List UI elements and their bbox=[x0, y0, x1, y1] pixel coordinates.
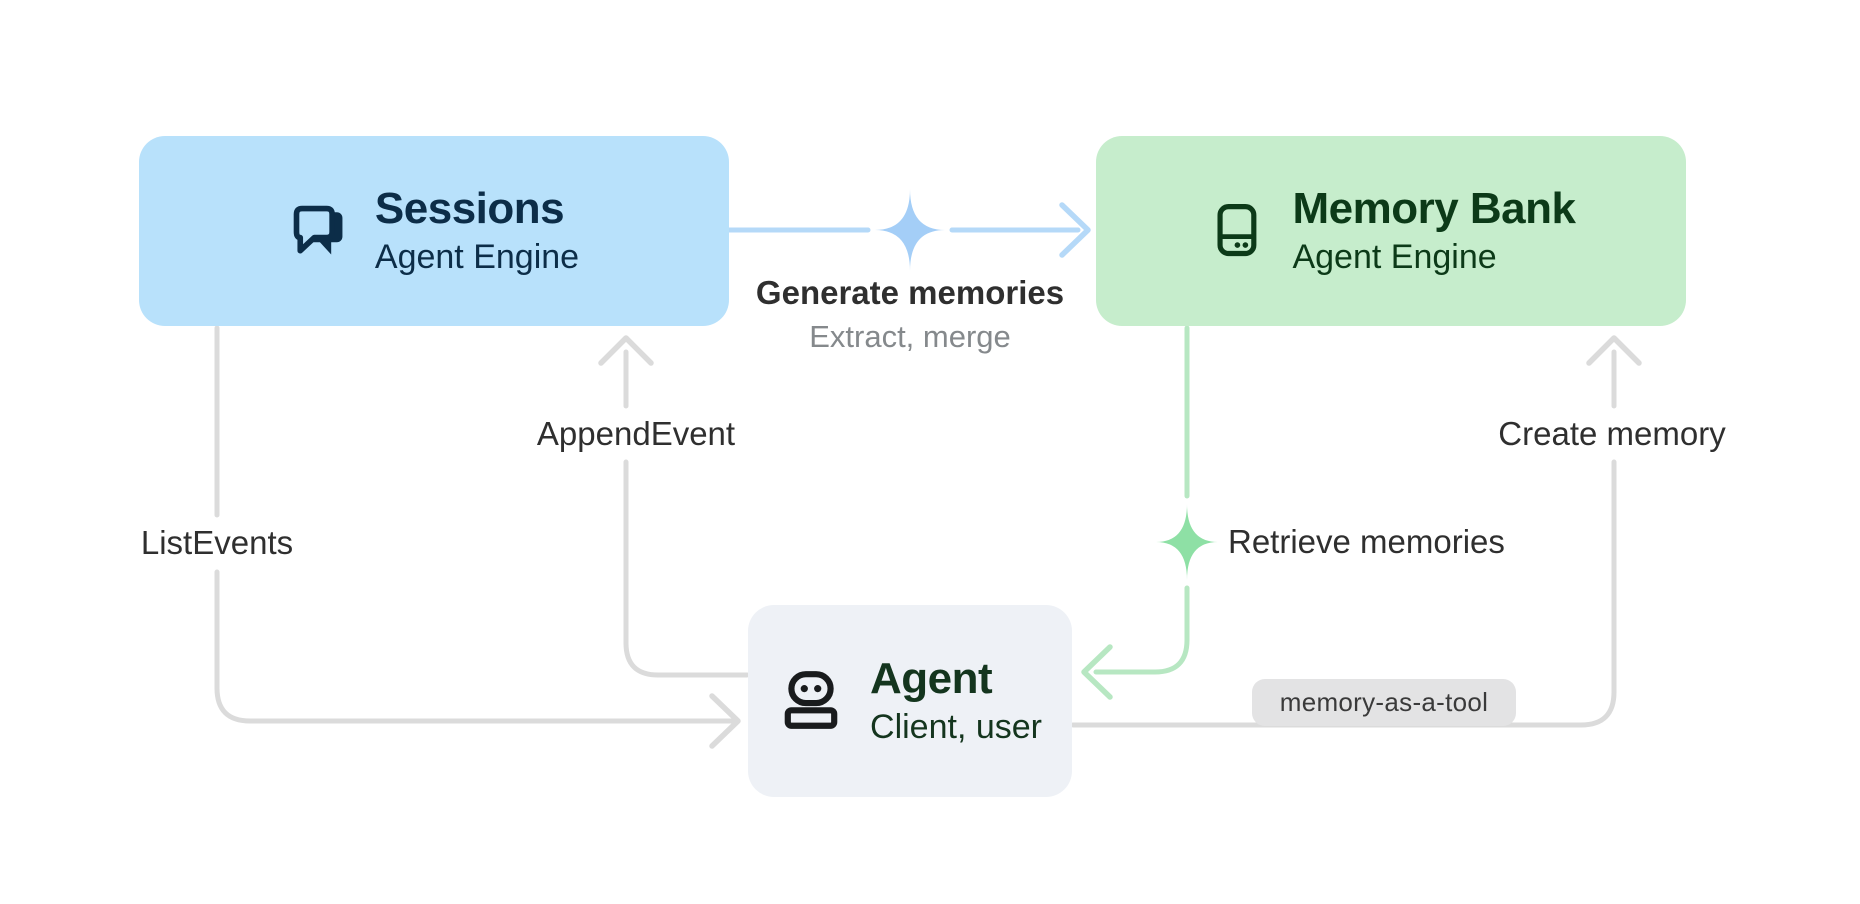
generate-memories-label-main: Generate memories bbox=[755, 274, 1065, 311]
append-event-line-lower bbox=[623, 459, 750, 678]
chat-bubbles-icon bbox=[293, 205, 343, 255]
agent-node-subtitle: Client, user bbox=[870, 708, 1042, 747]
list-events-label: ListEvents bbox=[140, 524, 294, 561]
generate-memories-label: Generate memories Extract, merge bbox=[756, 274, 1064, 355]
sessions-node-title: Sessions bbox=[374, 183, 565, 233]
memory-bank-node-subtitle: Agent Engine bbox=[1292, 238, 1497, 277]
sessions-node-text: Sessions Agent Engine bbox=[375, 184, 579, 278]
agent-node-title: Agent bbox=[870, 653, 993, 703]
list-events-arrowhead bbox=[709, 693, 741, 749]
append-event-arrowhead bbox=[598, 335, 654, 366]
retrieve-memories-line-lower bbox=[1093, 585, 1190, 675]
memory-bank-node: Memory Bank Agent Engine bbox=[1096, 136, 1686, 326]
create-memory-arrowhead bbox=[1586, 335, 1642, 366]
generate-arrowhead bbox=[1059, 202, 1091, 258]
list-events-line-lower bbox=[214, 569, 739, 724]
agent-node: Agent Client, user bbox=[748, 605, 1072, 797]
memory-as-a-tool-badge: memory-as-a-tool bbox=[1252, 679, 1516, 726]
green-sparkle-icon bbox=[1156, 504, 1218, 580]
blue-sparkle-icon bbox=[875, 189, 945, 271]
append-event-label: AppendEvent bbox=[536, 415, 736, 452]
memory-bank-node-title: Memory Bank bbox=[1292, 183, 1576, 233]
create-memory-line-lower bbox=[1070, 459, 1617, 728]
generate-memories-sublabel: Extract, merge bbox=[809, 319, 1011, 354]
memory-bank-node-text: Memory Bank Agent Engine bbox=[1292, 183, 1576, 278]
retrieve-memories-label: Retrieve memories bbox=[1228, 523, 1505, 560]
sessions-node: Sessions Agent Engine bbox=[139, 136, 729, 326]
memory-storage-icon bbox=[1217, 204, 1257, 257]
robot-icon bbox=[784, 671, 838, 729]
create-memory-label: Create memory bbox=[1498, 415, 1726, 452]
agent-node-text: Agent Client, user bbox=[870, 654, 1042, 748]
sessions-node-subtitle: Agent Engine bbox=[374, 238, 580, 277]
retrieve-memories-arrowhead bbox=[1081, 644, 1113, 700]
